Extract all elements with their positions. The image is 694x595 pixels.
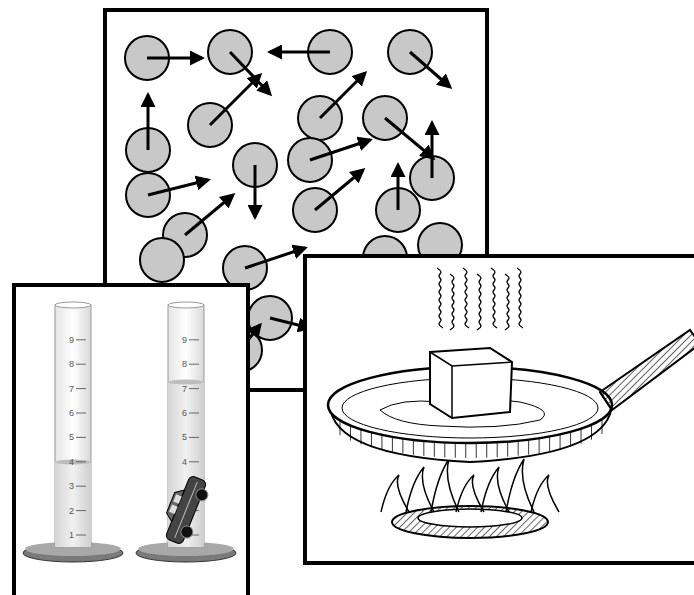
pan-rib xyxy=(340,420,341,435)
pan-rib xyxy=(528,440,529,455)
motion-arrow xyxy=(210,75,260,125)
pan-rib xyxy=(476,443,477,458)
motion-arrow xyxy=(147,95,150,150)
pan-rib xyxy=(413,440,414,455)
scale-number: 6 xyxy=(182,408,187,418)
tick-mark xyxy=(76,486,86,487)
scale-number: 9 xyxy=(182,335,187,345)
pan-rib xyxy=(591,425,592,440)
pan-rib xyxy=(518,441,519,456)
heat-wave xyxy=(517,268,523,328)
melting-panel xyxy=(305,256,694,563)
scale-number: 4 xyxy=(182,457,187,467)
scale-number: 8 xyxy=(69,359,74,369)
particle xyxy=(140,238,184,282)
tick-mark xyxy=(189,364,199,365)
heat-wave xyxy=(437,268,443,328)
pan-rib xyxy=(350,426,351,441)
scale-number: 5 xyxy=(69,432,74,442)
motion-arrow xyxy=(397,165,400,210)
pan-rib xyxy=(570,432,571,447)
tick-mark xyxy=(76,535,86,536)
motion-arrow xyxy=(230,52,270,94)
tick-mark xyxy=(76,413,86,414)
motion-arrow xyxy=(148,180,208,195)
scale-number: 7 xyxy=(182,384,187,394)
motion-arrow xyxy=(310,140,370,160)
tick-mark xyxy=(189,388,199,389)
pan-rib xyxy=(486,443,487,458)
motion-arrow xyxy=(410,52,450,87)
pan-rib xyxy=(434,442,435,457)
flame xyxy=(431,459,459,512)
scale-number: 2 xyxy=(69,506,74,516)
pan-rib xyxy=(371,432,372,447)
flame xyxy=(381,475,409,512)
motion-arrow xyxy=(431,123,434,178)
tick-mark xyxy=(189,437,199,438)
toy-car xyxy=(158,472,213,547)
heat-wave xyxy=(463,268,469,328)
pan-rib xyxy=(497,442,498,457)
motion-arrow xyxy=(147,57,202,60)
scale-number: 4 xyxy=(69,457,74,467)
heat-wave xyxy=(477,274,481,330)
tick-mark xyxy=(189,461,199,462)
pan-rib xyxy=(602,419,603,434)
tick-mark xyxy=(189,339,199,340)
tick-mark xyxy=(76,510,86,511)
flame xyxy=(481,467,509,512)
cylinder-panel xyxy=(14,285,248,595)
motion-arrow xyxy=(185,195,233,235)
pan-rib xyxy=(360,429,361,444)
motion-arrow xyxy=(320,73,365,118)
tick-mark xyxy=(76,437,86,438)
scale-number: 3 xyxy=(69,481,74,491)
flame xyxy=(406,467,434,512)
motion-arrow xyxy=(315,170,363,210)
flame xyxy=(456,475,484,512)
tick-mark xyxy=(76,339,86,340)
motion-arrow xyxy=(385,118,433,158)
motion-arrow xyxy=(254,165,257,217)
scale-number: 9 xyxy=(69,335,74,345)
motion-arrow xyxy=(270,51,330,54)
tick-mark xyxy=(189,413,199,414)
pan-rib xyxy=(423,441,424,456)
scale-number: 7 xyxy=(69,384,74,394)
pan-rib xyxy=(560,434,561,449)
tick-mark xyxy=(76,461,86,462)
flame xyxy=(531,475,559,512)
scale-number: 1 xyxy=(69,530,74,540)
pan-rib xyxy=(381,435,382,450)
heat-wave xyxy=(450,274,454,330)
pan-rib xyxy=(507,442,508,457)
pan-rib xyxy=(392,437,393,452)
pan-rib xyxy=(549,436,550,451)
heat-wave xyxy=(491,268,497,328)
scale-number: 6 xyxy=(69,408,74,418)
flame xyxy=(506,459,534,512)
tick-mark xyxy=(76,388,86,389)
scale-number: 5 xyxy=(182,432,187,442)
pan-rib xyxy=(539,438,540,453)
tick-mark xyxy=(76,364,86,365)
scale-number: 8 xyxy=(182,359,187,369)
pan-rib xyxy=(402,438,403,453)
pan-rib xyxy=(455,443,456,458)
pan-rib xyxy=(581,429,582,444)
pan-rib xyxy=(465,443,466,458)
pan-rib xyxy=(444,442,445,457)
motion-arrow xyxy=(245,248,305,268)
heat-wave xyxy=(505,274,509,330)
